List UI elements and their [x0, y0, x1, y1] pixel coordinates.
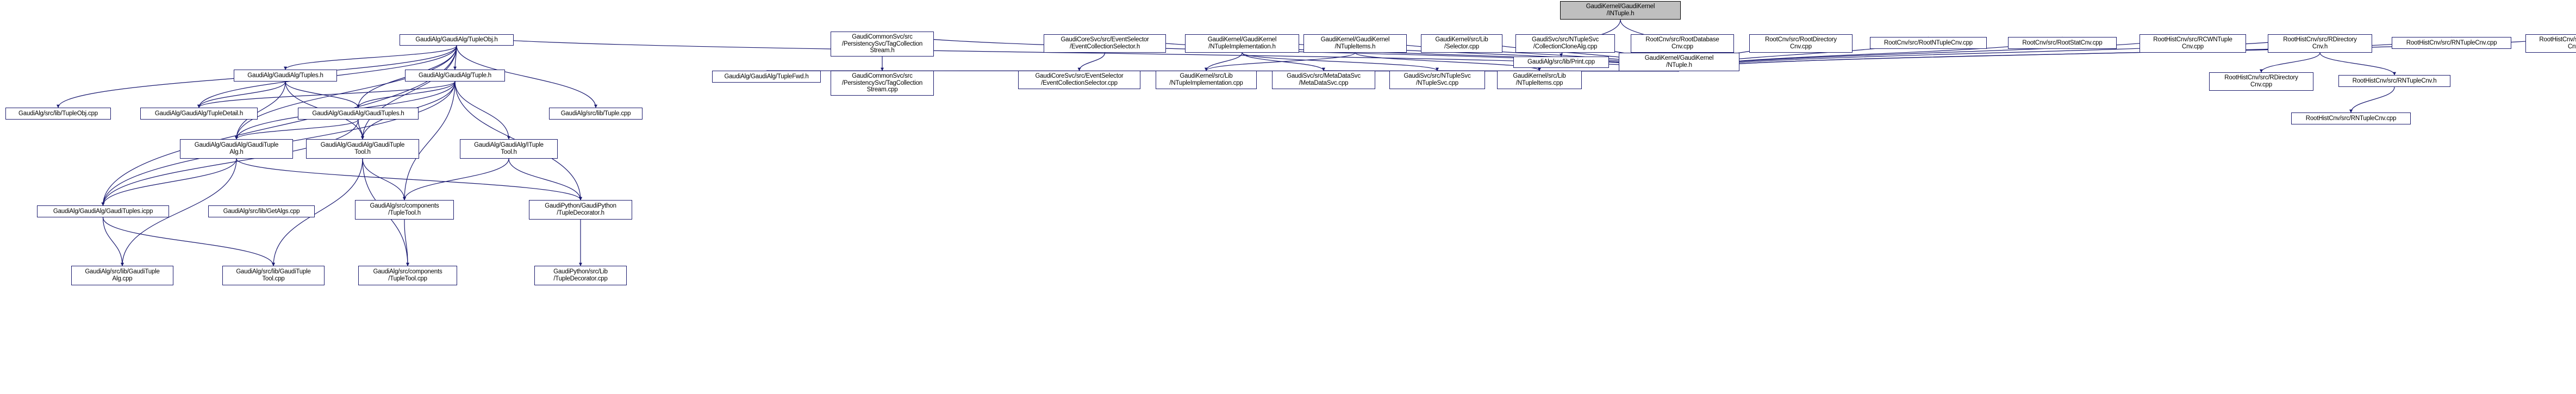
graph-edge [361, 45, 457, 140]
graph-edge [403, 158, 509, 201]
graph-node[interactable]: GaudiAlg/GaudiAlg/TupleFwd.h [712, 71, 821, 83]
graph-edge [454, 81, 510, 140]
graph-edge [2260, 52, 2321, 73]
graph-node[interactable]: RootCnv/src/RootStatCnv.cpp [2008, 37, 2117, 49]
graph-edge [358, 119, 364, 140]
graph-node[interactable]: RootCnv/src/RootDirectory Cnv.cpp [1749, 34, 1853, 53]
graph-node[interactable]: GaudiAlg/src/lib/Print.cpp [1513, 57, 1609, 68]
graph-node[interactable]: RootCnv/src/RootDatabase Cnv.cpp [1631, 34, 1734, 53]
graph-node[interactable]: GaudiPython/src/Lib /TupleDecorator.cpp [534, 266, 627, 285]
graph-node[interactable]: GaudiCommonSvc/src /PersistencySvc/TagCo… [831, 71, 934, 96]
graph-edge [1355, 52, 1541, 71]
graph-node[interactable]: RootHistCnv/src/RCWNTuple Cnv.cpp [2140, 34, 2246, 53]
graph-node[interactable]: GaudiAlg/GaudiAlg/TupleDetail.h [140, 108, 258, 120]
graph-node[interactable]: GaudiAlg/src/lib/GetAlgs.cpp [208, 205, 315, 217]
graph-edge [453, 45, 457, 70]
graph-node[interactable]: GaudiSvc/src/NTupleSvc /NTupleSvc.cpp [1389, 71, 1485, 89]
graph-node[interactable]: GaudiKernel/GaudiKernel /NTupleImplement… [1185, 34, 1299, 53]
graph-edge [1205, 52, 1356, 71]
graph-edge [357, 81, 456, 108]
graph-edge [2349, 86, 2395, 113]
graph-edge [284, 45, 457, 70]
graph-node[interactable]: RootHistCnv/src/RDirectory Cnv.h [2268, 34, 2372, 53]
graph-node[interactable]: RootHistCnv/src/RRWNTuple Cnv.cpp [2525, 34, 2576, 53]
graph-node[interactable]: GaudiCoreSvc/src/EventSelector /EventCol… [1044, 34, 1166, 53]
graph-node[interactable]: GaudiAlg/GaudiAlg/Tuples.h [234, 70, 337, 82]
graph-edge [362, 158, 406, 201]
graph-node[interactable]: GaudiCoreSvc/src/EventSelector /EventCol… [1018, 71, 1140, 89]
graph-node[interactable]: GaudiAlg/GaudiAlg/Tuple.h [405, 70, 505, 82]
graph-edge [235, 45, 457, 140]
graph-edge [101, 119, 359, 206]
graph-node[interactable]: GaudiKernel/src/Lib /NTupleImplementatio… [1156, 71, 1257, 89]
graph-node[interactable]: GaudiAlg/src/lib/GaudiTuple Alg.cpp [71, 266, 173, 285]
graph-node[interactable]: GaudiSvc/src/MetaDataSvc /MetaDataSvc.cp… [1272, 71, 1375, 89]
graph-node[interactable]: RootHistCnv/src/RNTupleCnv.h [2338, 75, 2450, 87]
graph-node[interactable]: GaudiAlg/src/lib/TupleObj.cpp [5, 108, 111, 120]
graph-node[interactable]: GaudiAlg/GaudiAlg/GaudiTuple Tool.h [306, 139, 419, 159]
graph-edge [101, 158, 237, 206]
graph-edge [197, 81, 456, 108]
graph-node[interactable]: GaudiAlg/src/components /TupleTool.h [355, 200, 454, 220]
graph-edge [1242, 52, 1439, 71]
graph-edge [236, 158, 582, 201]
graph-edge [285, 81, 360, 108]
graph-node[interactable]: GaudiKernel/GaudiKernel /INTuple.h [1560, 1, 1681, 20]
graph-edge [404, 219, 409, 266]
graph-edge [102, 217, 124, 266]
graph-node[interactable]: GaudiPython/GaudiPython /TupleDecorator.… [529, 200, 632, 220]
graph-node[interactable]: RootCnv/src/RootNTupleCnv.cpp [1870, 37, 1987, 49]
graph-node[interactable]: GaudiCommonSvc/src /PersistencySvc/TagCo… [831, 32, 934, 57]
graph-node[interactable]: RootHistCnv/src/RDirectory Cnv.cpp [2209, 72, 2313, 91]
graph-edge [197, 81, 286, 108]
graph-node[interactable]: GaudiKernel/GaudiKernel /NTupleItems.h [1303, 34, 1407, 53]
graph-node[interactable]: RootHistCnv/src/RNTupleCnv.cpp [2291, 112, 2411, 124]
graph-edge [2319, 52, 2396, 76]
graph-node[interactable]: GaudiAlg/GaudiAlg/ITuple Tool.h [460, 139, 558, 159]
graph-node[interactable]: GaudiKernel/src/Lib /NTupleItems.cpp [1497, 71, 1582, 89]
graph-node[interactable]: GaudiAlg/GaudiAlg/GaudiTuple Alg.h [180, 139, 293, 159]
graph-edge [235, 119, 359, 140]
graph-edge [1242, 52, 1325, 71]
graph-node[interactable]: GaudiKernel/GaudiKernel /NTuple.h [1619, 53, 1739, 71]
graph-edge [508, 158, 582, 201]
graph-node[interactable]: GaudiSvc/src/NTupleSvc /CollectionCloneA… [1515, 34, 1615, 53]
graph-node[interactable]: RootHistCnv/src/RNTupleCnv.cpp [2392, 37, 2511, 49]
graph-edge [1205, 52, 1243, 71]
graph-edge [102, 217, 275, 266]
graph-node[interactable]: GaudiAlg/src/lib/GaudiTuple Tool.cpp [222, 266, 325, 285]
graph-node[interactable]: GaudiAlg/GaudiAlg/GaudiTuples.h [298, 108, 419, 120]
graph-node[interactable]: GaudiAlg/src/lib/Tuple.cpp [549, 108, 643, 120]
graph-node[interactable]: GaudiKernel/src/Lib /Selector.cpp [1421, 34, 1502, 53]
graph-node[interactable]: GaudiAlg/GaudiAlg/GaudiTuples.icpp [37, 205, 169, 217]
graph-node[interactable]: GaudiAlg/src/components /TupleTool.cpp [358, 266, 457, 285]
graph-edge [1077, 52, 1106, 71]
graph-node[interactable]: GaudiAlg/GaudiAlg/TupleObj.h [400, 34, 514, 46]
